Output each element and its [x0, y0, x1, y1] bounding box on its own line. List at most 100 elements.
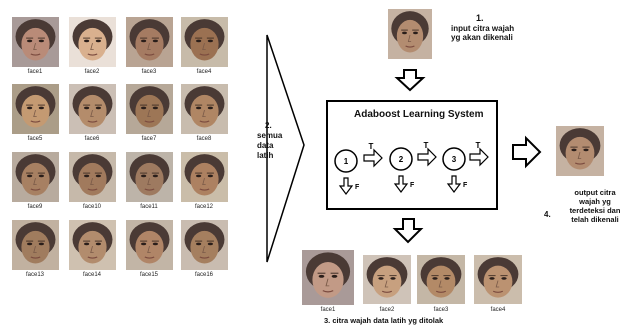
step-2-line-1: semua [257, 131, 283, 140]
rejected-face-1 [302, 250, 354, 305]
stage-1-label: 1 [344, 157, 349, 166]
step-4-line-4: telah dikenali [571, 215, 619, 224]
input-down-arrow [394, 69, 426, 92]
step-1-line-1: input citra wajah [451, 24, 515, 33]
false-arrow-1 [338, 177, 354, 195]
face-photo [417, 255, 465, 304]
step-2-label: 2. semua data latih [257, 121, 282, 161]
big-arrow-right [266, 34, 305, 263]
false-label-1: F [355, 184, 360, 191]
training-face-13 [12, 220, 59, 270]
training-face-caption: face5 [27, 136, 43, 142]
rejected-face-caption: face3 [433, 307, 449, 313]
true-arrow-2 [417, 147, 437, 167]
rejected-down-arrow [392, 218, 424, 244]
face-photo [12, 220, 59, 270]
face-photo [69, 152, 116, 202]
true-label-3: T [476, 141, 481, 150]
face-photo [12, 152, 59, 202]
input-face-image [388, 9, 432, 59]
face-photo [556, 126, 604, 176]
step-4-number: 4. [544, 210, 551, 219]
rejected-face-caption: face1 [320, 307, 336, 313]
training-face-7 [126, 84, 173, 134]
step-2-line-2: data [257, 141, 274, 150]
step-3-label: 3. citra wajah data latih yg ditolak [324, 316, 444, 325]
training-face-caption: face7 [141, 136, 157, 142]
training-face-caption: face10 [82, 204, 101, 210]
training-face-caption: face9 [27, 204, 43, 210]
training-face-caption: face2 [84, 69, 100, 75]
true-arrow-1 [363, 148, 383, 168]
rejected-face-3 [417, 255, 465, 304]
training-face-15 [126, 220, 173, 270]
step-1-label: input citra wajah yg akan dikenali [451, 24, 514, 42]
step-4-line-1: output citra [574, 188, 616, 197]
step-2-number: 2. [265, 121, 272, 130]
false-label-3: F [463, 182, 468, 189]
true-label-1: T [369, 142, 374, 151]
face-photo [12, 84, 59, 134]
face-photo [126, 17, 173, 67]
training-face-4 [181, 17, 228, 67]
face-photo [12, 17, 59, 67]
step-1-line-2: yg akan dikenali [451, 33, 513, 42]
stage-2-circle [389, 147, 413, 171]
training-face-2 [69, 17, 116, 67]
stage-3-label: 3 [452, 155, 457, 164]
training-face-caption: face13 [25, 272, 44, 278]
training-face-12 [181, 152, 228, 202]
training-face-caption: face6 [84, 136, 100, 142]
rejected-face-caption: face2 [379, 307, 395, 313]
face-photo [181, 152, 228, 202]
true-label-2: T [424, 141, 429, 150]
step-4-line-3: terdeteksi dan [569, 206, 621, 215]
rejected-face-4 [474, 255, 522, 304]
face-photo [126, 152, 173, 202]
training-face-caption: face14 [82, 272, 101, 278]
stage-3-circle [442, 147, 466, 171]
face-photo [388, 9, 432, 59]
training-face-11 [126, 152, 173, 202]
training-face-caption: face4 [196, 69, 212, 75]
step-1-number: 1. [476, 13, 484, 23]
false-label-2: F [410, 182, 415, 189]
face-photo [363, 255, 411, 304]
output-right-arrow [512, 135, 542, 169]
training-face-caption: face15 [139, 272, 158, 278]
training-face-caption: face1 [27, 69, 43, 75]
rejected-face-caption: face4 [490, 307, 506, 313]
face-photo [126, 220, 173, 270]
adaboost-system-box [326, 100, 498, 210]
training-face-14 [69, 220, 116, 270]
training-face-8 [181, 84, 228, 134]
training-face-caption: face11 [140, 204, 158, 210]
false-arrow-2 [393, 175, 409, 193]
face-photo [69, 220, 116, 270]
training-face-6 [69, 84, 116, 134]
face-photo [302, 250, 354, 305]
face-photo [181, 84, 228, 134]
stage-1-circle [334, 149, 358, 173]
face-photo [181, 220, 228, 270]
stage-2-label: 2 [399, 155, 404, 164]
training-face-10 [69, 152, 116, 202]
training-face-caption: face3 [141, 69, 157, 75]
output-face-image [556, 126, 604, 176]
face-photo [474, 255, 522, 304]
true-arrow-3 [469, 147, 489, 167]
training-face-5 [12, 84, 59, 134]
adaboost-system-title: Adaboost Learning System [354, 109, 484, 120]
training-face-caption: face8 [196, 136, 212, 142]
step-2-line-3: latih [257, 151, 274, 160]
training-face-16 [181, 220, 228, 270]
face-photo [69, 17, 116, 67]
training-face-caption: face12 [194, 204, 213, 210]
training-face-1 [12, 17, 59, 67]
training-face-9 [12, 152, 59, 202]
step-4-line-2: wajah yg [579, 197, 611, 206]
rejected-face-2 [363, 255, 411, 304]
step-4-label: output citra wajah yg terdeteksi dan tel… [560, 188, 630, 224]
